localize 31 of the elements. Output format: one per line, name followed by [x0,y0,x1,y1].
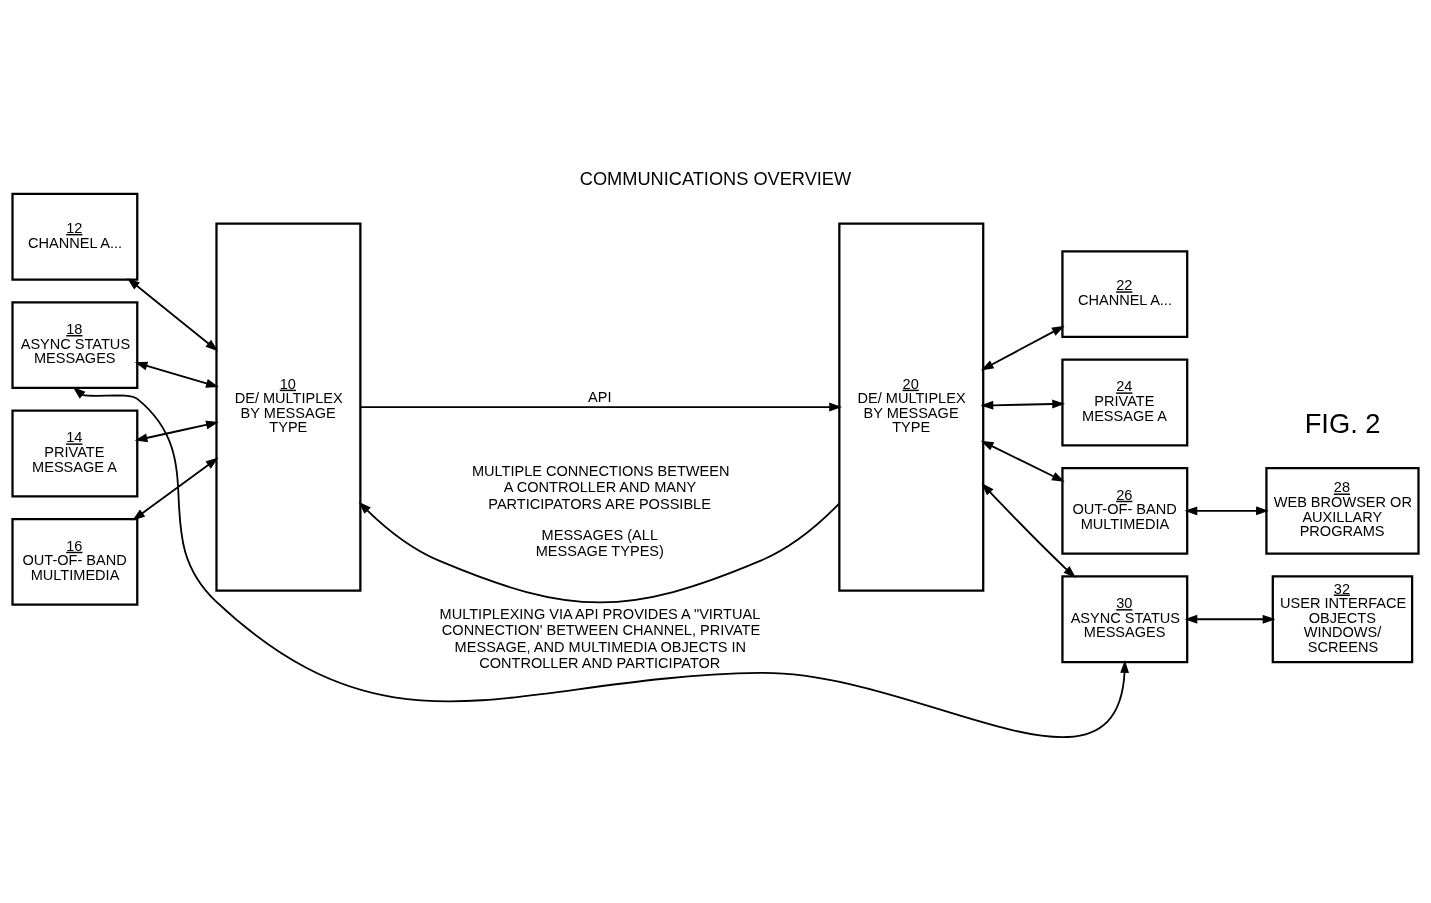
node-box: 26 OUT-OF- BAND MULTIMEDIA [1061,466,1189,555]
arrow [1184,505,1269,515]
label: FIG. 2 [1304,407,1381,439]
arrow [1184,614,1276,624]
node-box: 30 ASYNC STATUS MESSAGES [1061,574,1189,663]
node-box: 16 OUT-OF- BAND MULTIMEDIA [11,517,139,606]
arrow [134,361,219,388]
node-box: 32 USER INTERFACE OBJECTS WINDOWS/ SCREENS [1271,574,1414,663]
node-box: 28 WEB BROWSER OR AUXILLARY PROGRAMS [1265,466,1420,555]
arrow [132,457,219,521]
node-box: 24 PRIVATE MESSAGE A [1061,358,1189,446]
node-box: 22 CHANNEL A... [1061,249,1189,338]
label: MULTIPLE CONNECTIONS BETWEEN A CONTROLLER AND MANY PARTICIPATORS ARE POSSIBLE [471,462,730,512]
node-box: 12 CHANNEL A... [11,192,139,281]
arrow [980,399,1065,410]
node-box: 10 DE/ MULTIPLEX BY MESSAGE TYPE [215,221,362,592]
arrow [359,402,842,411]
arrow [72,386,1130,738]
diagram-title: COMMUNICATIONS OVERVIEW [579,168,852,189]
arrow [981,482,1076,578]
node-box: 20 DE/ MULTIPLEX BY MESSAGE TYPE [838,221,985,592]
edge-label: MESSAGES (ALL MESSAGE TYPES) [535,526,664,559]
arrow [134,420,219,442]
node-box: 18 ASYNC STATUS MESSAGES [11,300,139,389]
edge-label: MULTIPLEXING VIA API PROVIDES A "VIRTUAL CONNECTION' BETWEEN CHANNEL, PRIVATE MESSAGE, AND MULTIMEDIA OBJECTS IN CONTROLLER AND PARTICIPATOR [439,605,761,671]
arrow [980,325,1065,370]
edge-label: API [588,388,612,405]
arrow [358,501,841,603]
node-box: 14 PRIVATE MESSAGE A [11,409,139,497]
arrow [980,440,1065,482]
arrow [127,277,219,351]
